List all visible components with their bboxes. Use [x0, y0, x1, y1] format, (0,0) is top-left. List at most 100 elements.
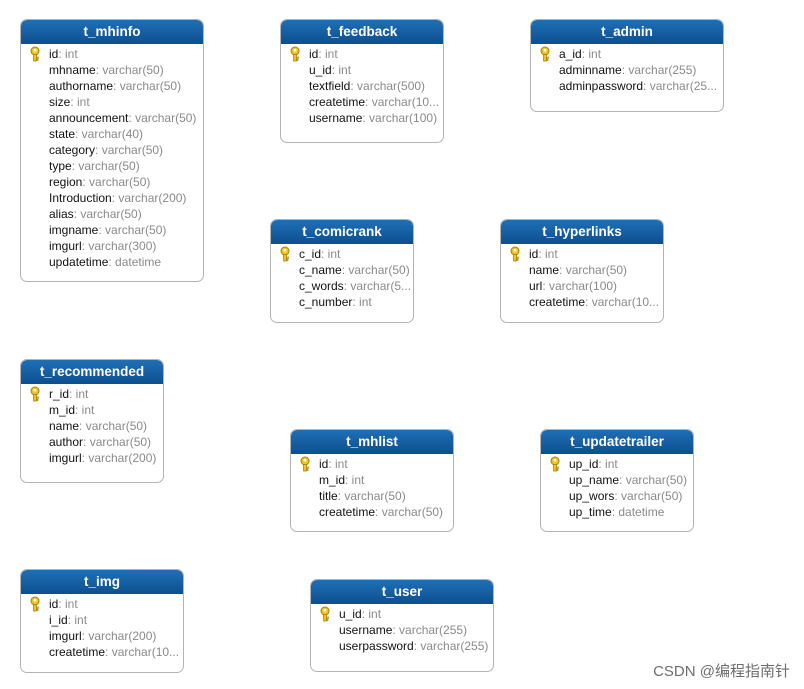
field-row: title: varchar(50): [291, 488, 453, 504]
table-title: t_mhlist: [291, 430, 453, 454]
field-row: u_id: int: [281, 62, 443, 78]
field-row: alias: varchar(50): [21, 206, 203, 222]
field-type: : varchar(50): [95, 63, 164, 77]
field-type: : varchar(100): [362, 111, 438, 125]
field-type: : int: [345, 473, 365, 487]
field-type: : varchar(50): [113, 79, 182, 93]
field-name: mhname: [49, 63, 96, 77]
field-row: adminpassword: varchar(25...: [531, 78, 723, 94]
field-name: imgurl: [49, 629, 82, 643]
field-row: c_words: varchar(5...: [271, 278, 413, 294]
table-title: t_hyperlinks: [501, 220, 663, 244]
field-row: url: varchar(100): [501, 278, 663, 294]
field-type: : varchar(50): [559, 263, 628, 277]
field-type: : varchar(50): [337, 489, 406, 503]
field-row: c_id: int: [271, 246, 413, 262]
field-name: i_id: [49, 613, 68, 627]
field-name: alias: [49, 207, 74, 221]
field-name: imgname: [49, 223, 99, 237]
field-row: up_wors: varchar(50): [541, 488, 693, 504]
field-type: : varchar(25...: [643, 79, 718, 93]
field-row: id: int: [291, 456, 453, 472]
field-row: up_time: datetime: [541, 504, 693, 520]
key-icon: [28, 596, 42, 612]
table-title: t_comicrank: [271, 220, 413, 244]
field-name: type: [49, 159, 72, 173]
field-name: u_id: [309, 63, 332, 77]
field-row: size: int: [21, 94, 203, 110]
field-row: state: varchar(40): [21, 126, 203, 142]
field-name: userpassword: [339, 639, 414, 653]
key-icon: [28, 46, 42, 62]
field-type: : varchar(50): [619, 473, 688, 487]
field-name: size: [49, 95, 71, 109]
field-name: up_id: [569, 457, 599, 471]
field-name: c_name: [299, 263, 342, 277]
field-name: up_wors: [569, 489, 615, 503]
field-name: title: [319, 489, 338, 503]
field-name: id: [49, 597, 59, 611]
field-row: createtime: varchar(10...: [21, 644, 183, 660]
field-row: c_number: int: [271, 294, 413, 310]
field-name: c_id: [299, 247, 322, 261]
field-row: imgname: varchar(50): [21, 222, 203, 238]
field-row: name: varchar(50): [501, 262, 663, 278]
field-type: : int: [538, 247, 558, 261]
field-type: : varchar(50): [83, 435, 152, 449]
field-name: textfield: [309, 79, 351, 93]
field-name: createtime: [49, 645, 106, 659]
field-type: : varchar(50): [614, 489, 683, 503]
field-row: authorname: varchar(50): [21, 78, 203, 94]
field-row: createtime: varchar(10...: [501, 294, 663, 310]
field-type: : varchar(50): [375, 505, 444, 519]
table-title: t_admin: [531, 20, 723, 44]
field-type: : varchar(50): [98, 223, 167, 237]
table-title: t_user: [311, 580, 493, 604]
field-name: id: [49, 47, 59, 61]
field-row: username: varchar(100): [281, 110, 443, 126]
field-type: : int: [58, 597, 78, 611]
field-name: username: [339, 623, 393, 637]
field-type: : datetime: [611, 505, 665, 519]
field-row: a_id: int: [531, 46, 723, 62]
field-row: up_name: varchar(50): [541, 472, 693, 488]
field-type: : int: [331, 63, 352, 77]
field-name: createtime: [309, 95, 366, 109]
table-title: t_mhinfo: [21, 20, 203, 44]
field-type: : int: [69, 387, 89, 401]
field-name: updatetime: [49, 255, 109, 269]
field-row: author: varchar(50): [21, 434, 163, 450]
field-name: c_words: [299, 279, 344, 293]
field-row: type: varchar(50): [21, 158, 203, 174]
key-icon: [508, 246, 522, 262]
field-type: : varchar(5...: [343, 279, 412, 293]
field-name: author: [49, 435, 84, 449]
field-name: state: [49, 127, 76, 141]
field-name: u_id: [339, 607, 362, 621]
field-name: adminpassword: [559, 79, 644, 93]
field-type: : int: [352, 295, 372, 309]
field-row: updatetime: datetime: [21, 254, 203, 270]
field-row: Introduction: varchar(200): [21, 190, 203, 206]
field-name: m_id: [319, 473, 346, 487]
field-name: name: [49, 419, 80, 433]
field-name: c_number: [299, 295, 353, 309]
field-name: url: [529, 279, 543, 293]
field-type: : int: [67, 613, 88, 627]
